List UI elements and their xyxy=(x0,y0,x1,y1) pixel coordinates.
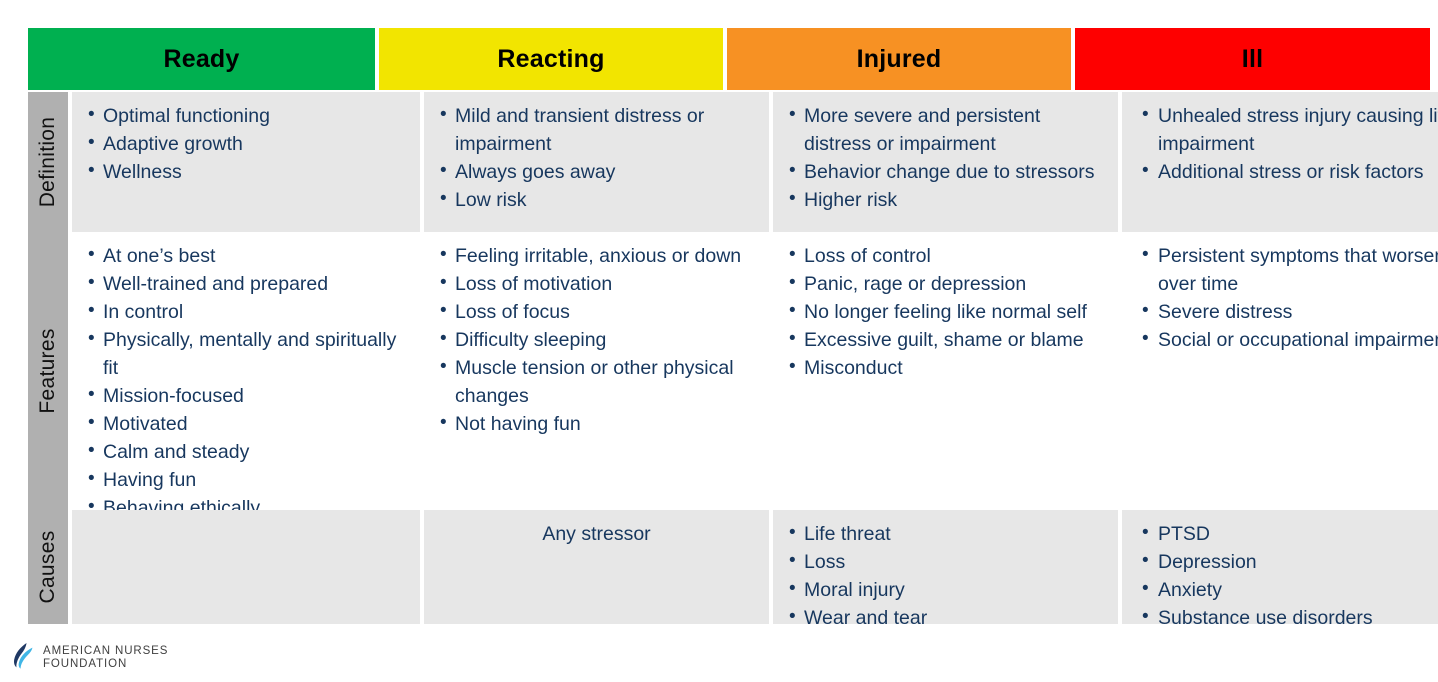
row-label-causes: Causes xyxy=(28,510,68,624)
flame-swoosh-icon xyxy=(10,641,36,674)
bullet-list: Mild and transient distress or impairmen… xyxy=(438,101,755,214)
bullet-item: Adaptive growth xyxy=(86,129,406,158)
bullet-item: Social or occupational impairment xyxy=(1136,325,1438,354)
table-row-causes: Causes Any stressor Life threatLossMoral… xyxy=(28,510,1438,624)
bullet-list: Unhealed stress injury causing life impa… xyxy=(1136,101,1438,186)
column-header-ready-label: Ready xyxy=(163,44,240,73)
bullet-item: At one’s best xyxy=(86,241,406,270)
row-label-features-text: Features xyxy=(36,328,59,414)
column-header-injured: Injured xyxy=(727,28,1072,90)
bullet-list: Optimal functioningAdaptive growthWellne… xyxy=(86,101,406,186)
bullet-item: Feeling irritable, anxious or down xyxy=(438,241,755,270)
bullet-item: Always goes away xyxy=(438,157,755,186)
table-body: Definition Optimal functioningAdaptive g… xyxy=(28,92,1438,624)
causes-reacting-text: Any stressor xyxy=(542,523,651,545)
bullet-item: PTSD xyxy=(1136,519,1438,548)
bullet-item: Optimal functioning xyxy=(86,101,406,130)
bullet-item: Wear and tear xyxy=(787,603,1104,624)
cell-causes-reacting: Any stressor xyxy=(424,510,769,624)
bullet-item: Loss of control xyxy=(787,241,1104,270)
column-header-reacting-label: Reacting xyxy=(497,44,605,73)
column-header-injured-label: Injured xyxy=(856,44,942,73)
cell-definition-injured: More severe and persistent distress or i… xyxy=(773,92,1118,232)
bullet-item: Loss of motivation xyxy=(438,269,755,298)
bullet-item: Moral injury xyxy=(787,575,1104,604)
cell-definition-reacting: Mild and transient distress or impairmen… xyxy=(424,92,769,232)
bullet-item: Muscle tension or other physical changes xyxy=(438,353,755,410)
table-row-features: Features At one’s bestWell-trained and p… xyxy=(28,232,1438,510)
column-header-ill: Ill xyxy=(1075,28,1431,90)
bullet-item: Depression xyxy=(1136,547,1438,576)
bullet-item: No longer feeling like normal self xyxy=(787,297,1104,326)
bullet-list: Persistent symptoms that worsen over tim… xyxy=(1136,241,1438,354)
cell-features-ready: At one’s bestWell-trained and preparedIn… xyxy=(72,232,420,510)
bullet-item: Unhealed stress injury causing life impa… xyxy=(1136,101,1438,158)
table-row-definition: Definition Optimal functioningAdaptive g… xyxy=(28,92,1438,232)
cell-features-injured: Loss of controlPanic, rage or depression… xyxy=(773,232,1118,510)
bullet-item: Not having fun xyxy=(438,409,755,438)
bullet-item: Higher risk xyxy=(787,185,1104,214)
bullet-item: Behaving ethically xyxy=(86,493,406,510)
logo-line-1: AMERICAN NURSES xyxy=(43,644,169,657)
bullet-item: More severe and persistent distress or i… xyxy=(787,101,1104,158)
column-header-reacting: Reacting xyxy=(379,28,724,90)
cell-definition-ill: Unhealed stress injury causing life impa… xyxy=(1122,92,1438,232)
bullet-item: Behavior change due to stressors xyxy=(787,157,1104,186)
american-nurses-foundation-logo: AMERICAN NURSES FOUNDATION xyxy=(10,641,168,674)
bullet-item: Having fun xyxy=(86,465,406,494)
bullet-item: Anxiety xyxy=(1136,575,1438,604)
bullet-item: Severe distress xyxy=(1136,297,1438,326)
bullet-item: Difficulty sleeping xyxy=(438,325,755,354)
cell-definition-ready: Optimal functioningAdaptive growthWellne… xyxy=(72,92,420,232)
bullet-item: Well-trained and prepared xyxy=(86,269,406,298)
row-label-definition: Definition xyxy=(28,92,68,232)
bullet-list: Feeling irritable, anxious or downLoss o… xyxy=(438,241,755,438)
bullet-item: Panic, rage or depression xyxy=(787,269,1104,298)
cell-features-reacting: Feeling irritable, anxious or downLoss o… xyxy=(424,232,769,510)
bullet-item: Physically, mentally and spiritually fit xyxy=(86,325,406,382)
column-header-ill-label: Ill xyxy=(1241,44,1264,73)
column-header-ready: Ready xyxy=(28,28,375,90)
bullet-item: Mild and transient distress or impairmen… xyxy=(438,101,755,158)
bullet-item: Wellness xyxy=(86,157,406,186)
bullet-list: Life threatLossMoral injuryWear and tear xyxy=(787,519,1104,624)
cell-features-ill: Persistent symptoms that worsen over tim… xyxy=(1122,232,1438,510)
bullet-item: Low risk xyxy=(438,185,755,214)
bullet-item: Life threat xyxy=(787,519,1104,548)
cell-causes-ill: PTSDDepressionAnxietySubstance use disor… xyxy=(1122,510,1438,624)
logo-wordmark: AMERICAN NURSES FOUNDATION xyxy=(43,645,168,671)
table-header-row: Ready Reacting Injured Ill xyxy=(28,28,1431,90)
logo-line-2: FOUNDATION xyxy=(43,657,128,670)
row-label-features: Features xyxy=(28,232,68,510)
bullet-item: Motivated xyxy=(86,409,406,438)
cell-causes-injured: Life threatLossMoral injuryWear and tear xyxy=(773,510,1118,624)
row-label-definition-text: Definition xyxy=(36,116,59,208)
cell-causes-ready xyxy=(72,510,420,624)
bullet-list: Loss of controlPanic, rage or depression… xyxy=(787,241,1104,382)
bullet-item: Persistent symptoms that worsen over tim… xyxy=(1136,241,1438,298)
bullet-item: Misconduct xyxy=(787,353,1104,382)
bullet-item: Mission-focused xyxy=(86,381,406,410)
bullet-item: Additional stress or risk factors xyxy=(1136,157,1438,186)
bullet-item: Substance use disorders xyxy=(1136,603,1438,624)
bullet-item: Excessive guilt, shame or blame xyxy=(787,325,1104,354)
bullet-list: More severe and persistent distress or i… xyxy=(787,101,1104,214)
bullet-item: In control xyxy=(86,297,406,326)
bullet-item: Loss of focus xyxy=(438,297,755,326)
bullet-list: PTSDDepressionAnxietySubstance use disor… xyxy=(1136,519,1438,624)
bullet-item: Loss xyxy=(787,547,1104,576)
row-label-causes-text: Causes xyxy=(36,530,59,604)
bullet-item: Calm and steady xyxy=(86,437,406,466)
bullet-list: At one’s bestWell-trained and preparedIn… xyxy=(86,241,406,510)
